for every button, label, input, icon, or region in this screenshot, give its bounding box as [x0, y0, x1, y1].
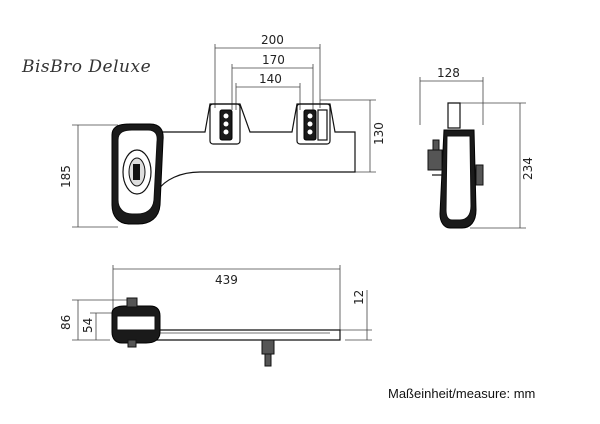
bottom-view: 439 86 54 12 — [59, 265, 372, 367]
mounting-slot-left — [209, 103, 241, 145]
unit-note: Maßeinheit/measure: mm — [388, 386, 535, 401]
product-title: BisBro Deluxe — [21, 57, 151, 77]
dim-170-label: 170 — [262, 53, 285, 67]
dim-12-label: 12 — [352, 290, 366, 305]
dim-140-label: 140 — [259, 72, 282, 86]
dim-200-label: 200 — [261, 33, 284, 47]
dim-439-label: 439 — [215, 273, 238, 287]
dim-185-label: 185 — [59, 165, 73, 188]
dim-12: 12 — [340, 290, 372, 341]
dim-200: 200 — [214, 33, 321, 108]
dim-234: 234 — [460, 102, 535, 229]
dim-185: 185 — [59, 124, 118, 228]
dim-130: 130 — [320, 99, 386, 173]
dim-130-label: 130 — [372, 122, 386, 145]
control-knob-body — [111, 123, 164, 225]
dim-128: 128 — [419, 66, 484, 125]
dim-54: 54 — [81, 312, 116, 340]
dim-128-label: 128 — [437, 66, 460, 80]
dim-54-label: 54 — [81, 318, 95, 333]
side-view: 128 234 — [419, 66, 535, 229]
dim-86: 86 — [59, 299, 130, 341]
front-view: 200 170 140 185 130 — [59, 33, 386, 228]
dim-140: 140 — [235, 72, 301, 110]
dim-170: 170 — [231, 53, 314, 110]
dim-86-label: 86 — [59, 315, 73, 330]
dim-234-label: 234 — [521, 157, 535, 180]
mounting-slot-right — [296, 103, 331, 145]
